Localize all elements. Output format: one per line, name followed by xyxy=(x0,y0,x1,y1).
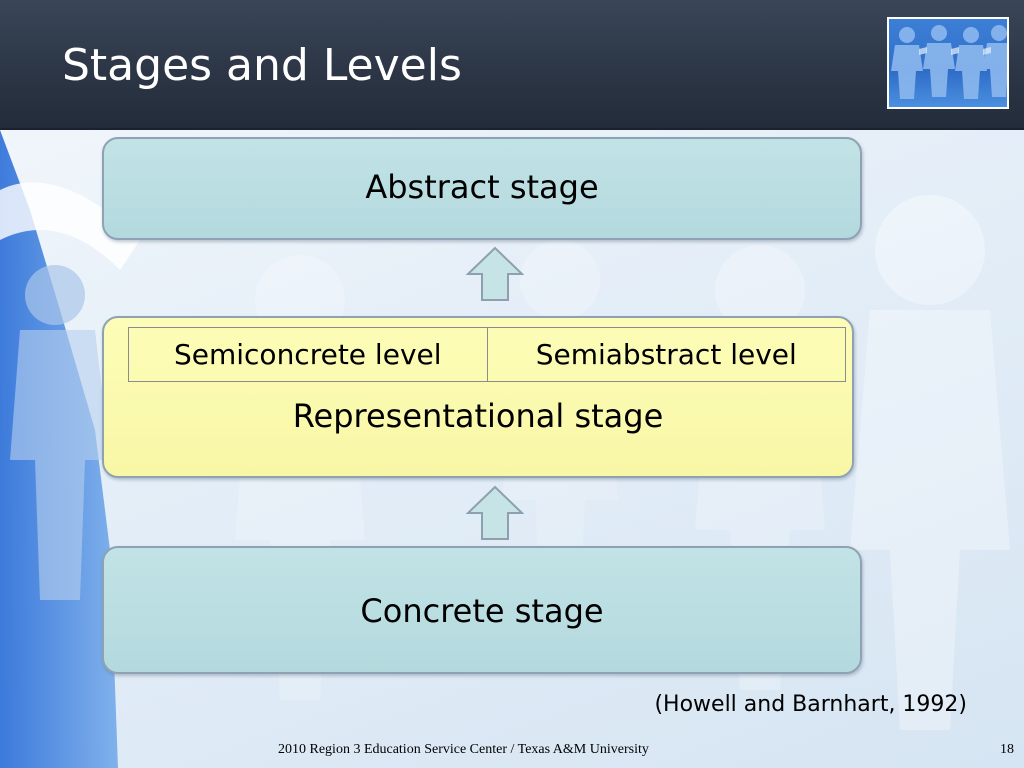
concrete-stage-box: Concrete stage xyxy=(102,546,862,674)
semiconcrete-level-cell: Semiconcrete level xyxy=(173,338,442,371)
paper-chain-people-logo xyxy=(887,17,1009,109)
slide-header: Stages and Levels xyxy=(0,0,1024,130)
up-arrow-icon xyxy=(466,485,524,540)
paper-people-icon xyxy=(891,25,1007,99)
representational-stage-label: Representational stage xyxy=(292,397,664,435)
representational-stage-box: Semiconcrete level Semiabstract level Re… xyxy=(102,316,854,478)
concrete-stage-label: Concrete stage xyxy=(360,592,604,630)
semiabstract-level-cell: Semiabstract level xyxy=(486,328,846,381)
slide-title: Stages and Levels xyxy=(62,40,462,91)
levels-table: Semiconcrete level Semiabstract level xyxy=(128,327,846,382)
abstract-stage-label: Abstract stage xyxy=(365,168,599,206)
page-number: 18 xyxy=(1000,742,1014,757)
footer-text: 2010 Region 3 Education Service Center /… xyxy=(278,742,649,757)
abstract-stage-box: Abstract stage xyxy=(102,137,862,240)
citation: (Howell and Barnhart, 1992) xyxy=(654,692,967,717)
up-arrow-icon xyxy=(466,246,524,301)
